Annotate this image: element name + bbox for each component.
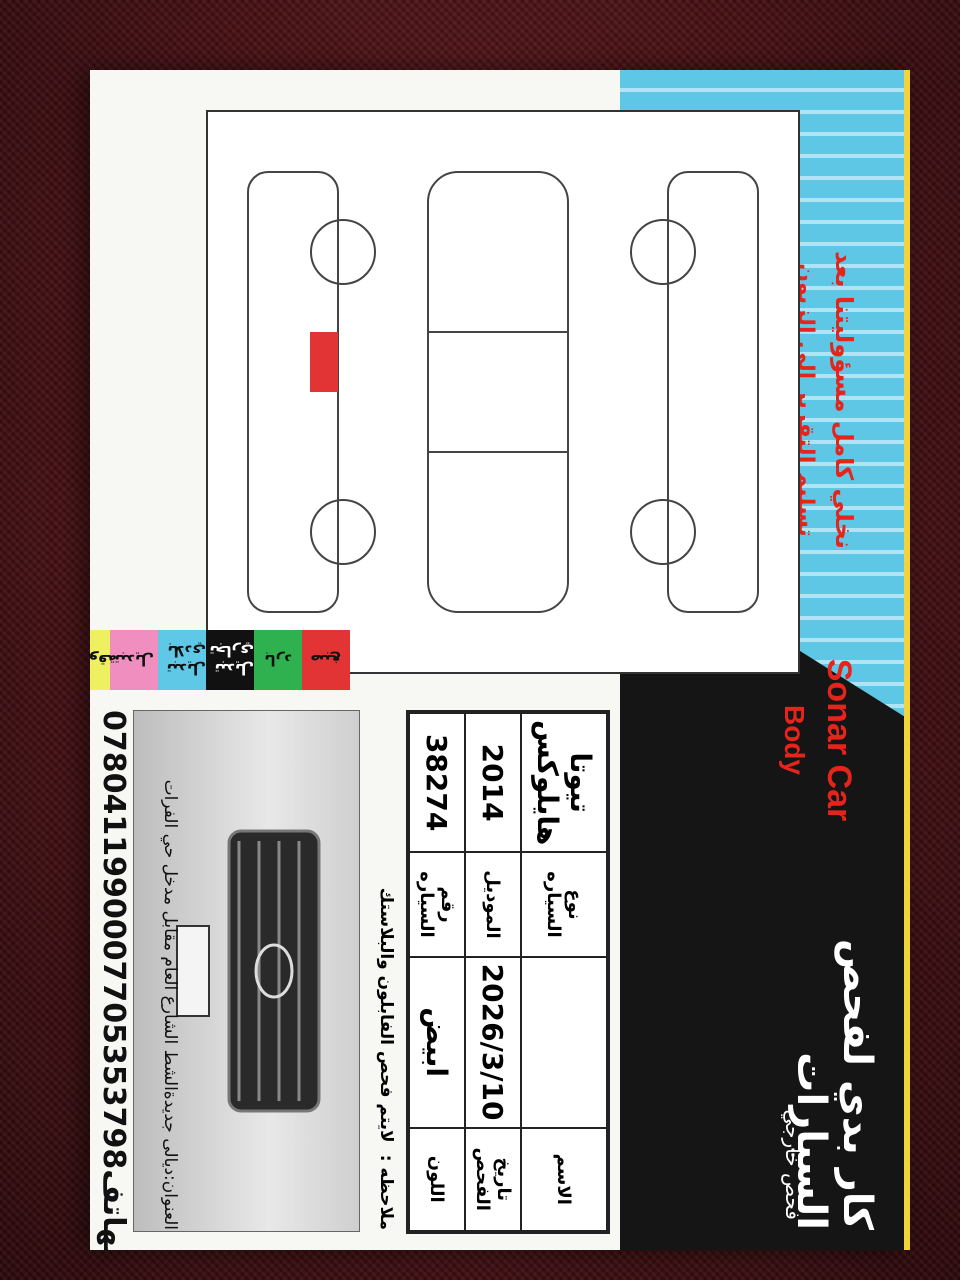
plate-number-value: 38274: [409, 713, 465, 853]
vehicle-body-diagram: [206, 110, 800, 674]
note-row: ملاحظه : لايتم فحص الفابلون والبلاستك: [367, 710, 405, 1230]
car-type-label: نوع السياره: [520, 852, 607, 957]
slogan-line-1: نخلي كامل مسؤوليتنا بعد: [830, 251, 858, 549]
inspection-card: كار بدي لفحص السيارات فحص خارجي Sonar Ca…: [90, 70, 910, 1250]
phone-row: 07804119900 07705353798 الهاتف:: [90, 710, 138, 1250]
legend-dented: مطروقة: [90, 630, 117, 690]
car-front-illustration: [176, 829, 321, 1113]
inspection-date-value: 2026/3/10: [464, 956, 521, 1128]
note-label: ملاحظه :: [376, 1154, 396, 1230]
pickup-outline-svg: [247, 171, 759, 613]
phone-number-1[interactable]: 07705353798: [96, 939, 132, 1170]
legend-cold: بارد: [254, 630, 302, 690]
damage-legend: صبغ بارد تبديل تجاري تبديل بلادي تبديل م…: [90, 630, 350, 690]
top-view: [427, 171, 569, 613]
page-subtitle: فحص خارجي: [781, 1109, 805, 1220]
color-value: ابيض: [409, 956, 465, 1128]
phone-label: الهاتف:: [96, 1169, 132, 1250]
model-label: الموديل: [464, 852, 521, 957]
address-line: العنوان:ديالى جديدةالشط الشارع العام مقا…: [160, 779, 180, 1230]
wheel-icon: [310, 499, 376, 565]
wheel-icon: [310, 219, 376, 285]
toyota-logo-icon: [254, 943, 294, 999]
inspection-date-label: تاريخ الفحص: [464, 1127, 521, 1231]
legend-paint: صبغ: [302, 630, 350, 690]
car-front-photo: [133, 710, 360, 1232]
name-label: الاسم: [520, 1127, 607, 1231]
brand-line-1: Sonar Car: [820, 658, 858, 822]
note-text: لايتم فحص الفابلون والبلاستك: [376, 887, 396, 1143]
plate-number-label: رقم السياره: [409, 852, 465, 957]
side-view-top: [667, 171, 759, 613]
legend-replace: تبديل: [110, 630, 158, 690]
header-yellow-rule: [904, 70, 910, 1250]
legend-original-replace: تبديل بلادي: [158, 630, 206, 690]
color-label: اللون: [409, 1127, 465, 1231]
license-plate: [176, 925, 210, 1017]
car-type-value: تيوتا هايلوكس: [520, 713, 607, 853]
name-value: [520, 956, 607, 1128]
vehicle-info-table: الاسم نوع السياره تيوتا هايلوكس تاريخ ال…: [406, 710, 610, 1234]
legend-commercial-replace: تبديل تجاري: [206, 630, 254, 690]
wheel-icon: [630, 219, 696, 285]
paint-marked-panel: [310, 332, 338, 392]
phone-number-2[interactable]: 07804119900: [96, 710, 132, 940]
wheel-icon: [630, 499, 696, 565]
model-value: 2014: [464, 713, 521, 853]
